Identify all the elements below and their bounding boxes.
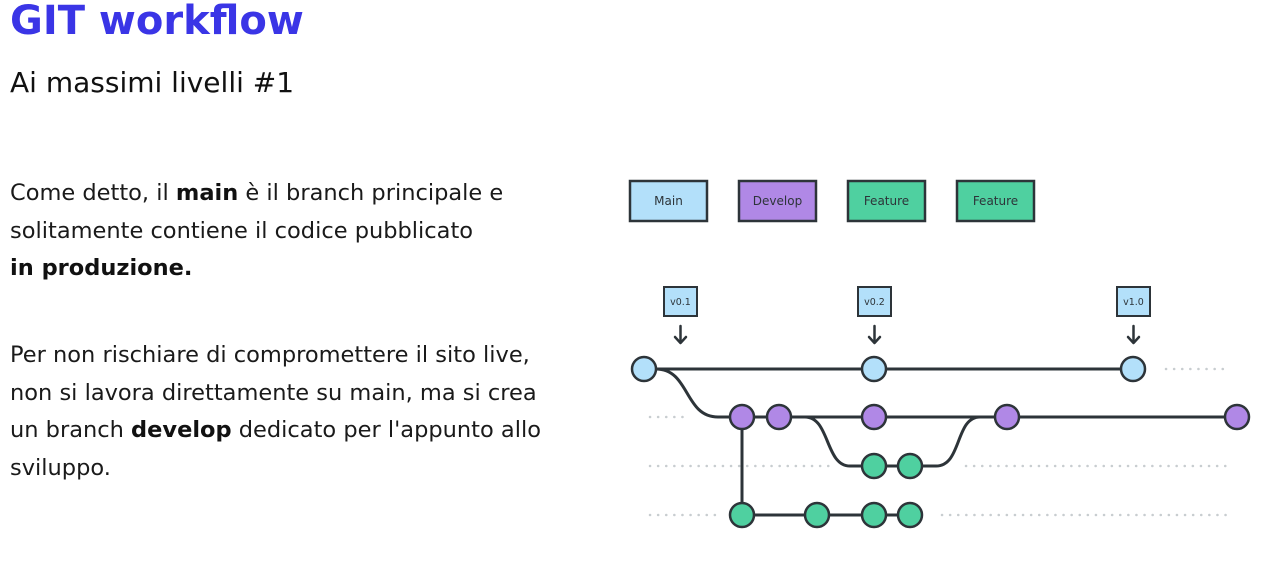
text-span: solitamente contiene il codice pubblicat…: [10, 217, 474, 244]
commit-feature: [896, 452, 924, 480]
legend-label-feature: Feature: [864, 194, 909, 208]
paragraph-develop-branch: Per non rischiare di compromettere il si…: [10, 337, 570, 487]
commits: [630, 355, 1251, 529]
text-span: è il branch principale e: [238, 180, 504, 206]
text-span: Come detto, il: [10, 180, 176, 206]
lane-dots: [648, 367, 1230, 517]
arrow-down-icon: [867, 324, 882, 345]
branch-lines: [642, 367, 1239, 517]
version-tags: v0.1 v0.2 v1.0: [663, 286, 1151, 345]
page-subtitle: Ai massimi livelli #1: [10, 66, 295, 99]
legend-item-develop: Develop: [737, 179, 818, 223]
tag-v1-0: v1.0: [1116, 286, 1151, 345]
commit-develop: [860, 403, 888, 431]
commit-feature: [860, 501, 888, 529]
commit-feature: [803, 501, 831, 529]
tag-label: v0.2: [864, 297, 885, 308]
tag-v0-1: v0.1: [663, 286, 698, 345]
commit-main: [1119, 355, 1147, 383]
text-bold-develop: develop: [131, 417, 232, 443]
legend-item-feature-2: Feature: [955, 179, 1036, 223]
commit-develop: [728, 403, 756, 431]
paragraph-main-branch: Come detto, il main è il branch principa…: [10, 175, 570, 288]
text-span: dedicato per l'appunto allo: [231, 417, 541, 443]
commit-develop: [993, 403, 1021, 431]
arrow-down-icon: [673, 324, 688, 345]
text-span: Per non rischiare di compromettere il si…: [10, 342, 530, 368]
feature1-fork-line: [777, 415, 876, 468]
page-title: GIT workflow: [10, 0, 304, 44]
commit-feature: [728, 501, 756, 529]
legend-item-feature-1: Feature: [846, 179, 927, 223]
legend-label-develop: Develop: [753, 194, 802, 208]
feature1-merge-line: [908, 415, 1009, 468]
tag-v0-2: v0.2: [857, 286, 892, 345]
commit-main: [630, 355, 658, 383]
tag-label: v1.0: [1123, 297, 1144, 308]
commit-develop: [1223, 403, 1251, 431]
develop-fork-line: [654, 367, 744, 419]
text-span: non si lavora direttamente su main, ma s…: [10, 379, 537, 406]
arrow-down-icon: [1126, 324, 1141, 345]
text-bold-production: in produzione.: [10, 255, 193, 281]
legend-item-main: Main: [628, 179, 709, 223]
commit-feature: [896, 501, 924, 529]
text-span: sviluppo.: [10, 454, 111, 481]
text-span: un branch: [10, 417, 132, 443]
text-bold-main: main: [175, 180, 239, 206]
legend-label-main: Main: [654, 194, 683, 208]
commit-main: [860, 355, 888, 383]
legend: Main Develop Feature Feature: [628, 179, 1036, 223]
commit-develop: [765, 403, 793, 431]
legend-label-feature: Feature: [973, 194, 1018, 208]
tag-label: v0.1: [670, 297, 691, 308]
commit-feature: [860, 452, 888, 480]
